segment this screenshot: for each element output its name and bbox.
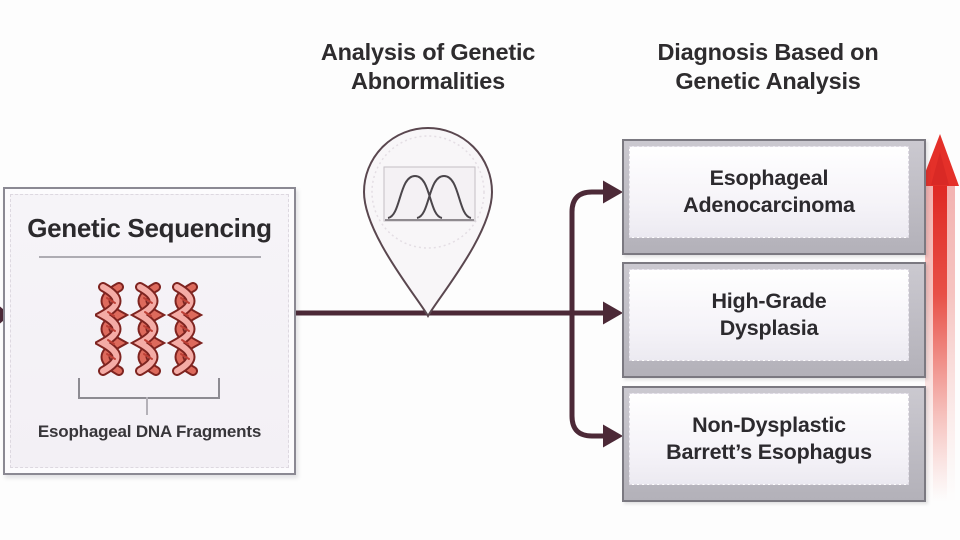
- genetic-sequencing-panel: Genetic Sequencing Esophage: [3, 187, 296, 475]
- arrowhead-top-icon: [603, 180, 623, 204]
- analysis-title-line1: Analysis of Genetic: [320, 39, 536, 65]
- diagnosis-label-line: Adenocarcinoma: [683, 193, 855, 217]
- diagnosis-box-non-dysplastic-barretts: Non-Dysplastic Barrett’s Esophagus: [622, 386, 926, 502]
- title-divider: [39, 256, 261, 258]
- diagnosis-label-line: Esophageal: [709, 166, 829, 190]
- arrowhead-bottom-icon: [603, 424, 623, 448]
- diagnosis-title: Diagnosis Based on Genetic Analysis: [616, 38, 920, 96]
- analysis-title: Analysis of Genetic Abnormalities: [276, 38, 580, 96]
- map-pin-with-distribution-curves-icon: [362, 127, 494, 319]
- dna-helix-icon: [95, 282, 205, 376]
- diagnosis-box-inner: Non-Dysplastic Barrett’s Esophagus: [629, 393, 909, 485]
- diagnosis-title-line1: Diagnosis Based on: [657, 39, 879, 65]
- branch-connector-line: [569, 189, 606, 439]
- diagnosis-label-line: Non-Dysplastic: [692, 413, 846, 437]
- grouping-bracket: [78, 378, 220, 399]
- diagnosis-box-high-grade-dysplasia: High-Grade Dysplasia: [622, 262, 926, 378]
- diagnosis-title-line2: Genetic Analysis: [675, 68, 861, 94]
- grouping-bracket-stem: [146, 397, 148, 415]
- diagnosis-label-line: High-Grade: [711, 289, 827, 313]
- diagnosis-box-inner: Esophageal Adenocarcinoma: [629, 146, 909, 238]
- severity-up-arrow-icon: [920, 134, 959, 503]
- diagnosis-box-esophageal-adenocarcinoma: Esophageal Adenocarcinoma: [622, 139, 926, 255]
- analysis-title-line2: Abnormalities: [350, 68, 506, 94]
- sequencing-title: Genetic Sequencing: [27, 213, 272, 243]
- diagnosis-label-line: Dysplasia: [719, 316, 819, 340]
- diagnosis-label-line: Barrett’s Esophagus: [666, 440, 872, 464]
- diagnosis-box-inner: High-Grade Dysplasia: [629, 269, 909, 361]
- arrowhead-middle-icon: [603, 301, 623, 325]
- dna-fragments-caption: Esophageal DNA Fragments: [37, 422, 262, 441]
